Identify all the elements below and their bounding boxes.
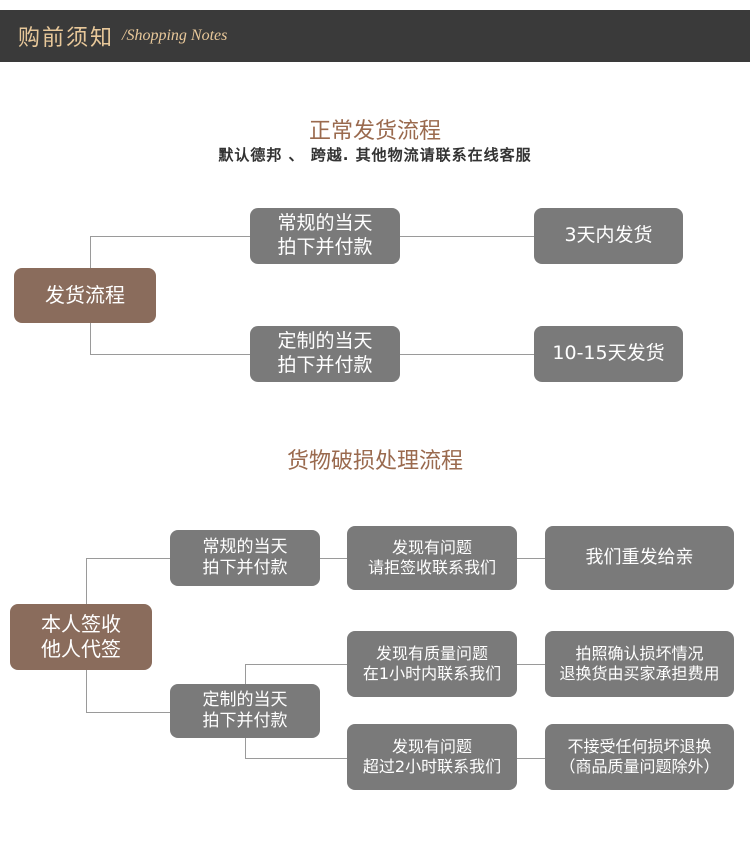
header-title-en: /Shopping Notes	[122, 27, 228, 44]
header-title-zh: 购前须知	[18, 26, 115, 51]
connector-s1-top-result	[400, 236, 534, 237]
connector-s2-top	[86, 558, 170, 559]
connector-s2-regular-issue	[320, 558, 347, 559]
regular-ship-time: 3天内发货	[534, 208, 683, 264]
connector-s2-regular-result	[517, 558, 545, 559]
shopping-notes-header: 购前须知 /Shopping Notes	[0, 10, 750, 62]
signature-root: 本人签收 他人代签	[10, 604, 152, 670]
custom-order-branch: 定制的当天 拍下并付款	[250, 326, 400, 382]
connector-s1-top	[90, 236, 250, 237]
damage-custom-branch: 定制的当天 拍下并付款	[170, 684, 320, 738]
custom-result-2-box: 不接受任何损坏退换 （商品质量问题除外）	[545, 724, 734, 790]
shipping-flow-root: 发货流程	[14, 268, 156, 323]
connector-s2-custom-result1	[517, 664, 545, 665]
custom-issue-1-box: 发现有质量问题 在1小时内联系我们	[347, 631, 517, 697]
custom-issue-2-box: 发现有问题 超过2小时联系我们	[347, 724, 517, 790]
regular-issue-box: 发现有问题 请拒签收联系我们	[347, 526, 517, 590]
connector-s1-bottom	[90, 354, 250, 355]
connector-s1-bottom-result	[400, 354, 534, 355]
section1-title: 正常发货流程	[308, 119, 441, 144]
regular-order-branch: 常规的当天 拍下并付款	[250, 208, 400, 264]
connector-s2-custom-down	[245, 738, 246, 758]
regular-result-box: 我们重发给亲	[545, 526, 734, 590]
custom-result-1-box: 拍照确认损坏情况 退换货由买家承担费用	[545, 631, 734, 697]
section2-title: 货物破损处理流程	[286, 449, 463, 474]
connector-s2-custom-result2	[517, 758, 545, 759]
damage-regular-branch: 常规的当天 拍下并付款	[170, 530, 320, 586]
connector-s2-custom-issue1	[245, 664, 347, 665]
connector-s2-bottom	[86, 712, 170, 713]
custom-ship-time: 10-15天发货	[534, 326, 683, 382]
connector-s2-custom-up	[245, 664, 246, 684]
connector-s2-custom-issue2	[245, 758, 347, 759]
section1-subtitle: 默认德邦 、 跨越. 其他物流请联系在线客服	[218, 146, 532, 164]
